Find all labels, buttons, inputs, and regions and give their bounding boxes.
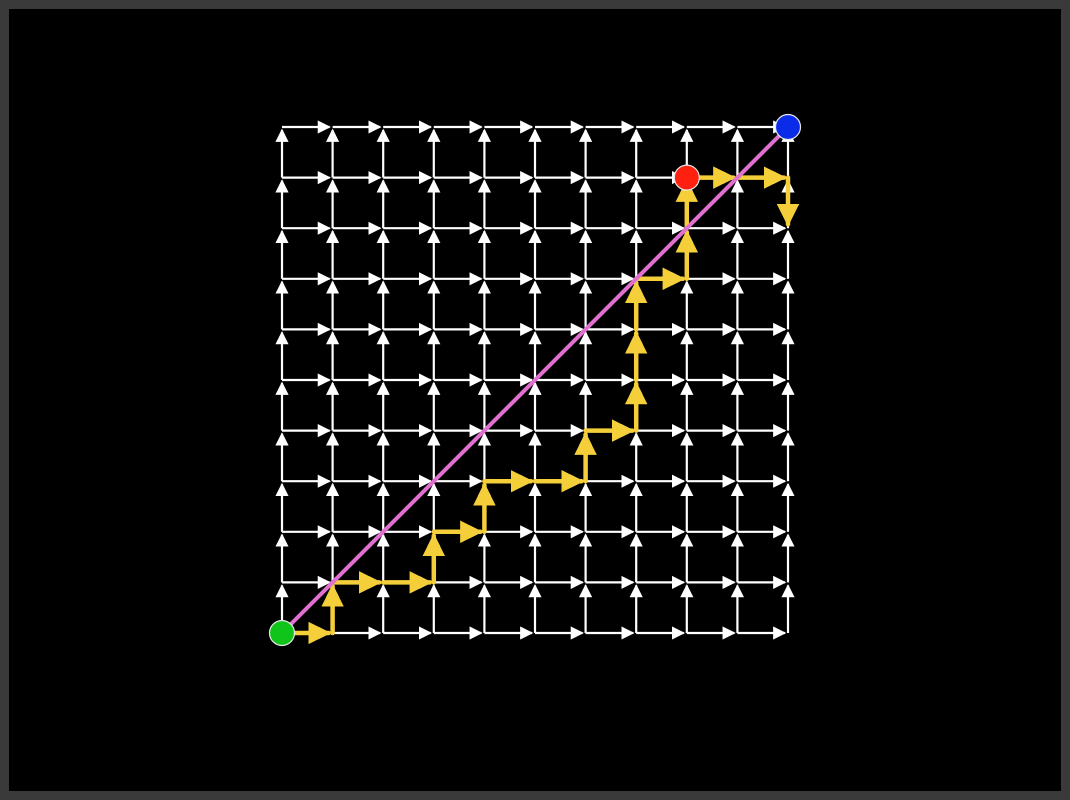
canvas	[9, 9, 1061, 791]
diagonal	[280, 125, 790, 635]
marker-node	[673, 164, 700, 191]
lattice-path-diagram	[268, 113, 802, 647]
diagonal-line	[280, 125, 790, 635]
end-node	[774, 113, 802, 141]
nodes	[268, 113, 802, 647]
start-node	[268, 619, 296, 647]
staircase-path	[279, 166, 800, 645]
